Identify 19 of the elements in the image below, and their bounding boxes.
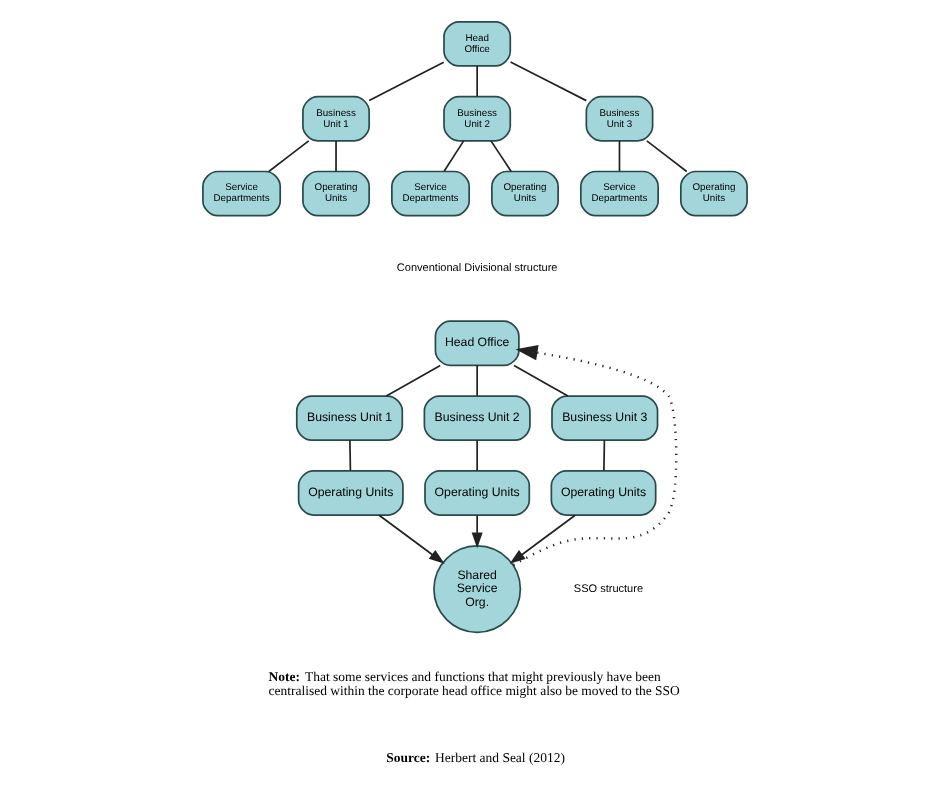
arrow: [511, 345, 677, 567]
connector: [489, 140, 511, 173]
connector: [475, 65, 477, 98]
arrow: [377, 514, 444, 564]
arrow: [470, 514, 482, 549]
connector: [334, 140, 336, 173]
connector: [348, 439, 351, 472]
connector: [512, 364, 568, 397]
connector: [442, 140, 464, 173]
arrow: [508, 514, 575, 564]
connector: [475, 364, 477, 397]
connector: [384, 364, 441, 397]
connector: [475, 439, 477, 472]
connector: [602, 439, 605, 472]
connector: [367, 61, 444, 102]
connector: [617, 140, 620, 173]
connector: [508, 61, 587, 102]
connector: [266, 140, 309, 173]
connector: [644, 140, 687, 173]
